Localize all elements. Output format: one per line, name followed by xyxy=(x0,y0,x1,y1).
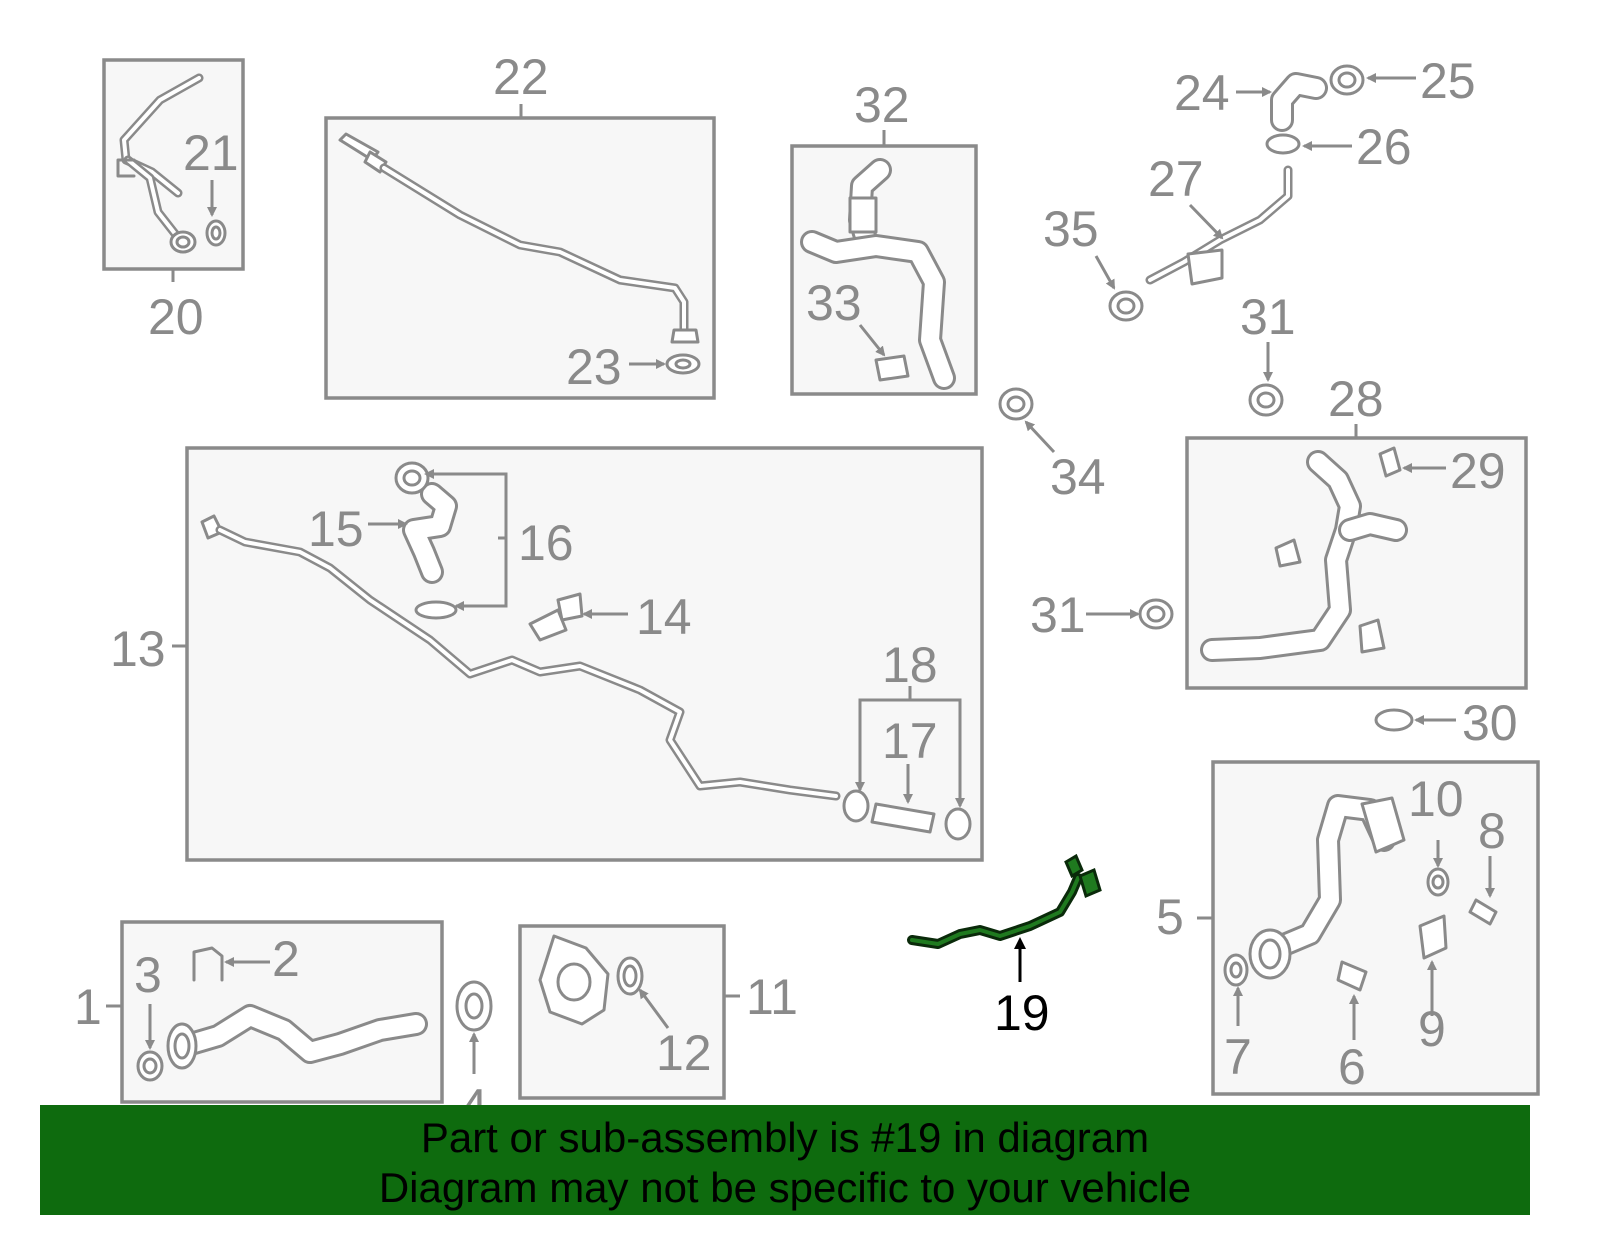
callout-18: 18 xyxy=(882,637,938,693)
callout-8: 8 xyxy=(1478,803,1506,859)
callout-25: 25 xyxy=(1420,53,1476,109)
callout-7: 7 xyxy=(1224,1029,1252,1085)
callout-2: 2 xyxy=(272,931,300,987)
banner-line-2: Diagram may not be specific to your vehi… xyxy=(378,1164,1192,1211)
callout-19: 19 xyxy=(994,985,1050,1041)
callout-31b: 31 xyxy=(1030,587,1086,643)
callout-9: 9 xyxy=(1418,1001,1446,1057)
callout-30: 30 xyxy=(1462,695,1518,751)
callout-26: 26 xyxy=(1356,119,1412,175)
callout-13: 13 xyxy=(110,621,166,677)
group-11[interactable] xyxy=(518,924,740,1100)
callout-33: 33 xyxy=(806,275,862,331)
group-1[interactable] xyxy=(106,920,493,1104)
callout-10: 10 xyxy=(1408,771,1464,827)
callout-16: 16 xyxy=(518,515,574,571)
callout-28: 28 xyxy=(1328,371,1384,427)
callout-17: 17 xyxy=(882,713,938,769)
callout-6: 6 xyxy=(1338,1039,1366,1095)
part-34[interactable] xyxy=(998,387,1056,454)
group-20[interactable] xyxy=(102,58,245,282)
group-13[interactable] xyxy=(172,446,984,862)
callout-35: 35 xyxy=(1043,201,1099,257)
group-32[interactable] xyxy=(790,130,978,396)
callout-11: 11 xyxy=(746,969,798,1025)
group-22[interactable] xyxy=(324,104,716,400)
info-banner: Part or sub-assembly is #19 in diagram D… xyxy=(40,1105,1530,1215)
group-5[interactable] xyxy=(1197,760,1540,1096)
callout-31a: 31 xyxy=(1240,289,1296,345)
group-28[interactable] xyxy=(1086,342,1528,732)
callout-1: 1 xyxy=(74,979,102,1035)
callout-27: 27 xyxy=(1148,151,1204,207)
group-27[interactable] xyxy=(1094,64,1416,322)
callout-34: 34 xyxy=(1050,449,1106,505)
callout-3: 3 xyxy=(134,947,162,1003)
callout-21: 21 xyxy=(183,125,239,181)
callout-32: 32 xyxy=(854,77,910,133)
callout-5: 5 xyxy=(1156,889,1184,945)
callout-14: 14 xyxy=(636,589,692,645)
callout-12: 12 xyxy=(656,1025,712,1081)
banner-line-1: Part or sub-assembly is #19 in diagram xyxy=(420,1114,1150,1161)
callout-15: 15 xyxy=(308,501,364,557)
callout-29: 29 xyxy=(1450,443,1506,499)
callout-24: 24 xyxy=(1174,65,1230,121)
callout-22: 22 xyxy=(493,49,549,105)
callout-23: 23 xyxy=(566,339,622,395)
part-19-highlighted[interactable] xyxy=(907,853,1102,982)
callout-20: 20 xyxy=(148,289,204,345)
